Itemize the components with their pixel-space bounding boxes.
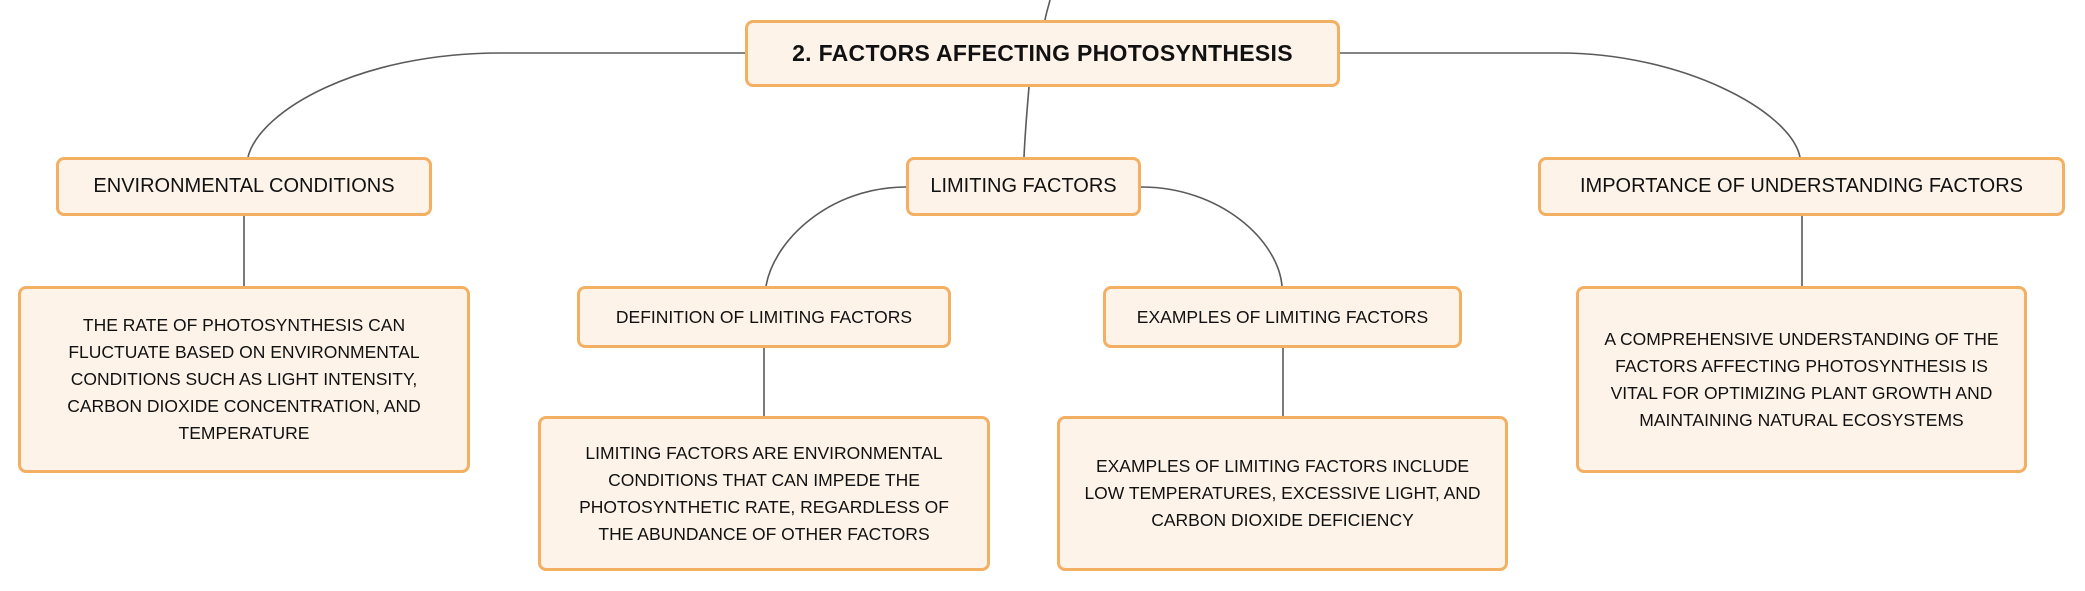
detail-text: LIMITING FACTORS ARE ENVIRONMENTAL CONDI… [579,442,949,544]
subtopic-examples-of-limiting-factors[interactable]: EXAMPLES OF LIMITING FACTORS [1103,286,1462,348]
detail-examples-of-limiting-factors[interactable]: EXAMPLES OF LIMITING FACTORS INCLUDE LOW… [1057,416,1508,571]
topic-label: IMPORTANCE OF UNDERSTANDING FACTORS [1580,175,2023,197]
detail-text: EXAMPLES OF LIMITING FACTORS INCLUDE LOW… [1084,456,1481,530]
detail-environmental-conditions[interactable]: THE RATE OF PHOTOSYNTHESIS CAN FLUCTUATE… [18,286,470,473]
topic-limiting-factors[interactable]: LIMITING FACTORS [906,157,1141,216]
root-topic-node[interactable]: 2. FACTORS AFFECTING PHOTOSYNTHESIS [745,20,1340,87]
subtopic-label: DEFINITION OF LIMITING FACTORS [615,306,913,327]
connector-root-to-limiting [1023,86,1030,158]
detail-importance-of-understanding-factors[interactable]: A COMPREHENSIVE UNDERSTANDING OF THE FAC… [1576,286,2027,473]
topic-importance-of-understanding-factors[interactable]: IMPORTANCE OF UNDERSTANDING FACTORS [1538,157,2065,216]
detail-definition-of-limiting-factors[interactable]: LIMITING FACTORS ARE ENVIRONMENTAL CONDI… [538,416,990,571]
topic-label: ENVIRONMENTAL CONDITIONS [93,175,395,197]
connector-limiting-to-definition [765,186,907,287]
topic-environmental-conditions[interactable]: ENVIRONMENTAL CONDITIONS [56,157,432,216]
connector-limiting-to-examples [1140,186,1283,287]
connector-root-to-environmental [247,52,745,158]
connector-root-to-importance [1340,52,1801,158]
root-topic-label: 2. FACTORS AFFECTING PHOTOSYNTHESIS [792,40,1293,66]
subtopic-label: EXAMPLES OF LIMITING FACTORS [1136,306,1429,327]
connector-parent-to-root [1044,0,1051,21]
topic-label: LIMITING FACTORS [930,175,1117,197]
detail-text: THE RATE OF PHOTOSYNTHESIS CAN FLUCTUATE… [67,315,421,443]
detail-text: A COMPREHENSIVE UNDERSTANDING OF THE FAC… [1604,328,1999,430]
subtopic-definition-of-limiting-factors[interactable]: DEFINITION OF LIMITING FACTORS [577,286,951,348]
